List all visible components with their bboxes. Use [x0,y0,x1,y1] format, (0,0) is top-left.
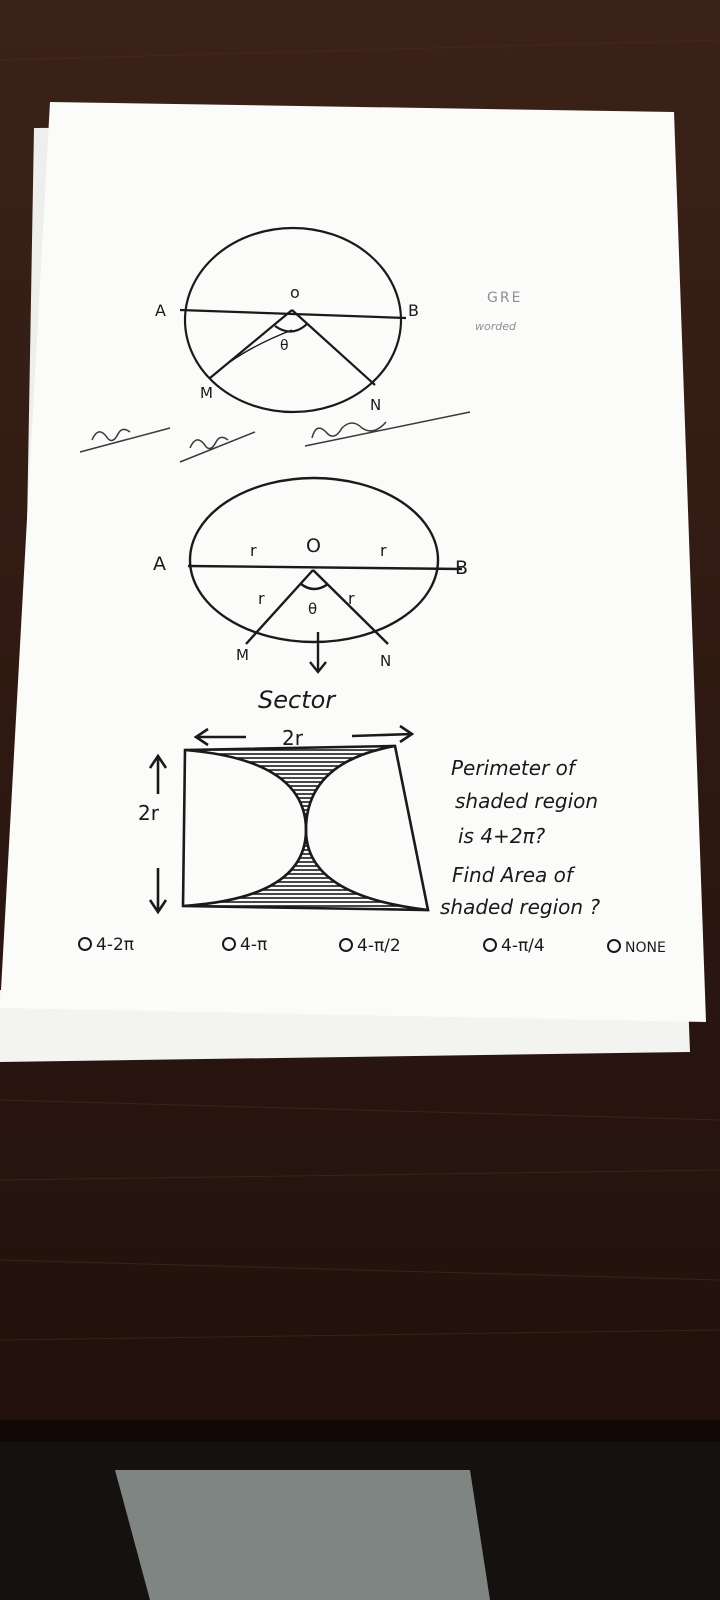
radius-on-2 [312,569,389,645]
circle-1 [183,226,403,414]
option-1-text: 4-2π [96,935,134,955]
radius-on-1 [291,309,376,386]
question-line-5: shaded region ? [440,895,600,919]
fig1-label-o: o [290,283,300,302]
fig1-label-n: N [370,396,381,414]
fig1-label-a: A [155,301,166,320]
option-1-bubble [78,937,92,951]
question-line-2: shaded region [455,789,598,813]
diameter-ab-2 [187,564,463,571]
wood-grain [0,39,720,1341]
fig2-label-theta: θ [308,600,317,618]
option-4-bubble [483,938,497,952]
sector-arrowhead [309,661,327,674]
option-3-bubble [339,938,353,952]
fig2-label-r-right-top: r [380,541,387,560]
width-arrow-right [351,732,413,738]
fig2-label-a: A [153,553,166,575]
option-5-text: NONE [625,940,666,956]
fig2-label-o: O [306,535,321,557]
angle-arc-1 [274,323,308,333]
fig2-label-r-right: r [348,589,355,608]
right-arc [304,744,429,912]
chord-sketch-1 [209,329,293,379]
angle-arc-2 [300,583,329,591]
option-4-text: 4-π/4 [501,936,545,956]
shaded-region [183,746,428,910]
fig2-label-b: B [455,557,468,579]
fig2-label-m: M [236,646,249,664]
option-3-text: 4-π/2 [357,936,401,956]
signature-scribbles [79,411,471,463]
fig2-label-n: N [380,652,391,670]
corner-subtag: worded [475,320,517,333]
width-arrowhead-right [399,724,415,744]
question-block: Perimeter of shaded region is 4+2π? Find… [440,756,600,919]
floor-tile [115,1470,490,1600]
option-2-text: 4-π [240,935,267,955]
width-label: 2r [282,726,304,750]
fig1-label-b: B [408,301,419,320]
figure-circle-1 [179,226,407,414]
fig2-label-r-left-top: r [250,541,257,560]
diameter-ab-1 [179,308,407,320]
height-arrowhead-top [148,753,168,769]
figure-circle-2 [187,476,463,674]
fig1-label-theta: θ [280,338,289,354]
question-line-1: Perimeter of [451,756,578,780]
answer-options: 4-2π 4-π 4-π/2 4-π/4 NONE [78,935,666,956]
question-line-4: Find Area of [452,863,576,887]
option-5-bubble [607,939,621,953]
height-arrowhead-bottom [148,899,168,915]
sector-caption: Sector [258,686,337,714]
circle-2 [188,476,440,644]
option-2-bubble [222,937,236,951]
height-label: 2r [138,801,160,825]
question-line-3: is 4+2π? [458,824,546,848]
fig2-label-r-left: r [258,589,265,608]
fig1-label-m: M [200,384,213,402]
paper-sheet-top [0,102,706,1022]
corner-tag: GRE [487,290,522,306]
width-arrowhead-left [193,727,209,747]
table-edge [0,1420,720,1442]
radius-om-2 [245,569,314,645]
figure-square [148,724,430,915]
